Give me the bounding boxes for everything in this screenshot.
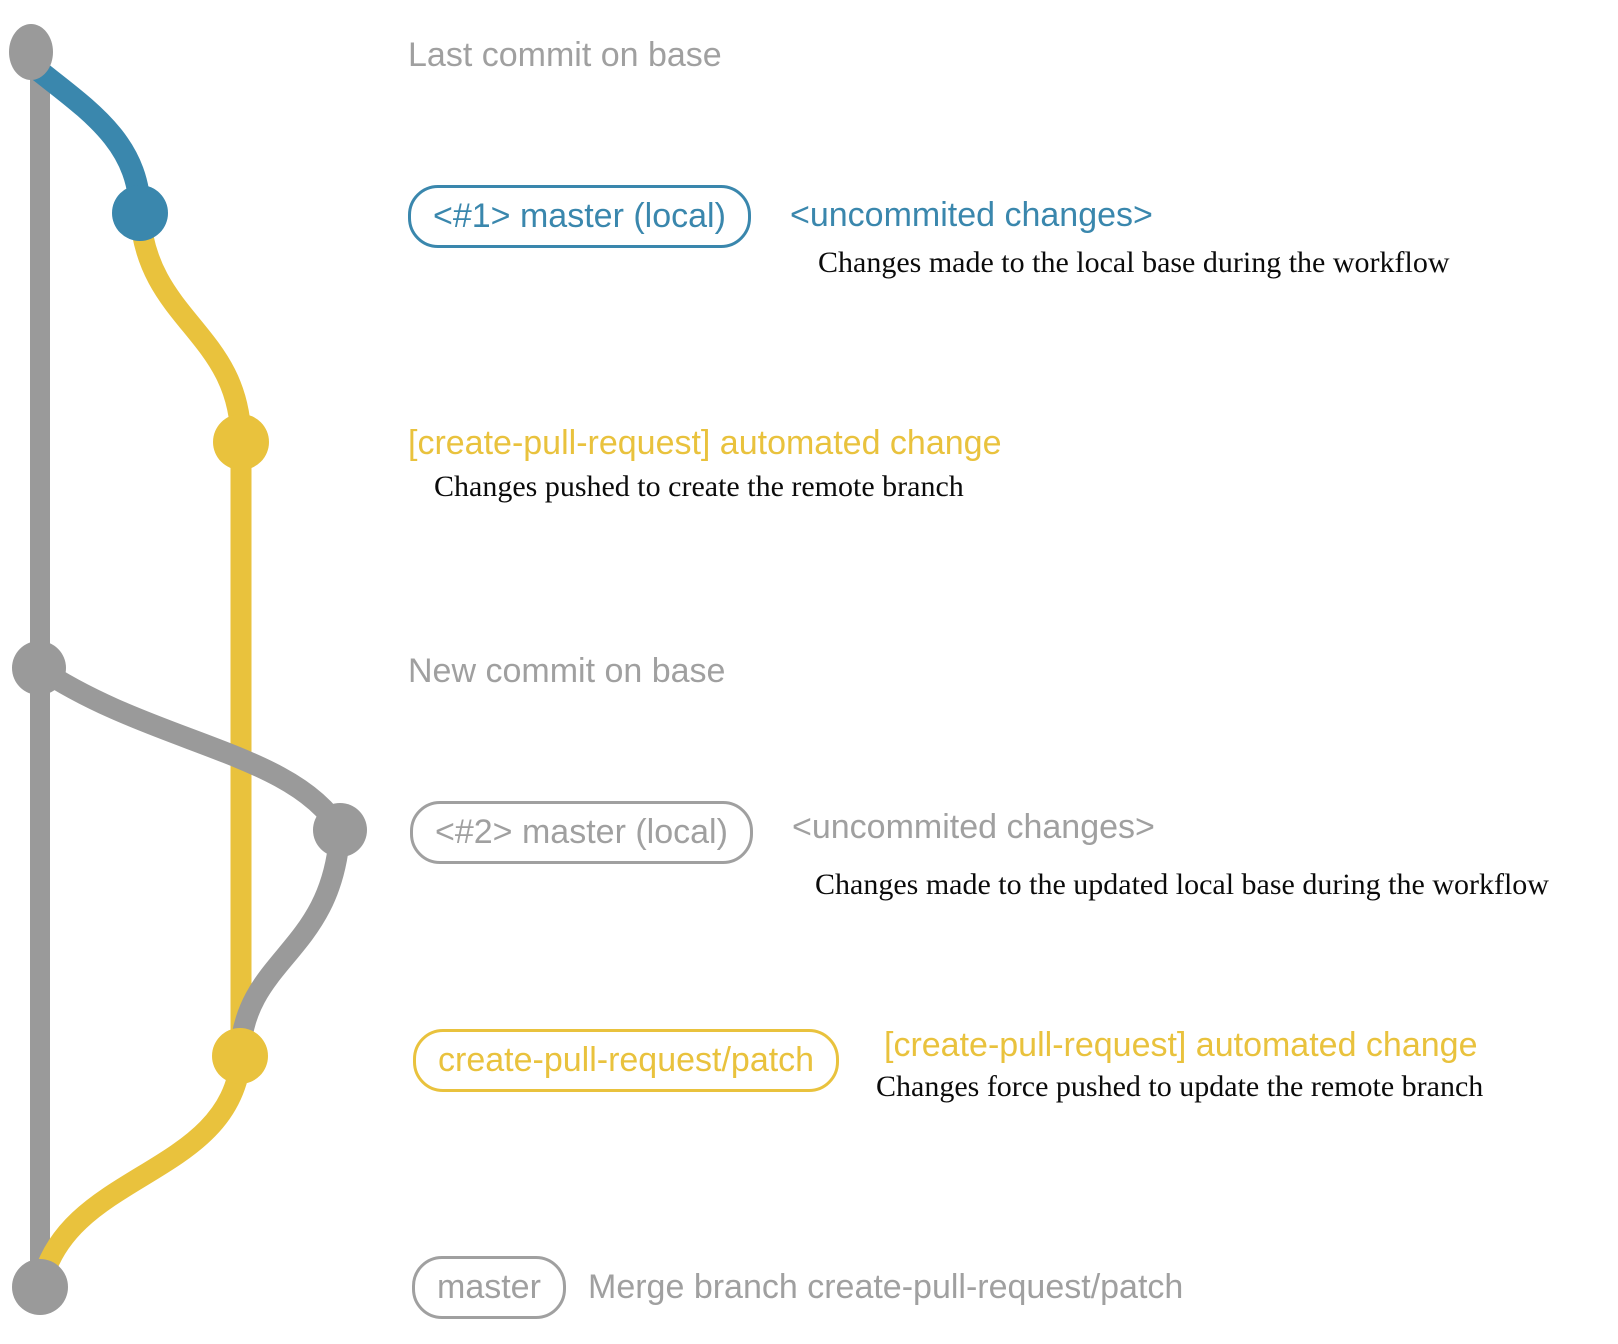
title-uncommitted-changes-1: <uncommited changes> bbox=[790, 196, 1153, 234]
label-new-commit-on-base: New commit on base bbox=[408, 652, 726, 690]
title-uncommitted-changes-2: <uncommited changes> bbox=[792, 808, 1155, 846]
commit-dot-automated-change-1 bbox=[213, 414, 269, 470]
description-uncommitted-changes-1: Changes made to the local base during th… bbox=[818, 246, 1450, 279]
base-update-curve bbox=[28, 657, 351, 841]
label-last-commit-on-base: Last commit on base bbox=[408, 36, 722, 74]
label-merge-branch: Merge branch create-pull-request/patch bbox=[588, 1268, 1184, 1306]
commit-dot-automated-change-2 bbox=[212, 1028, 268, 1084]
title-automated-change-1: [create-pull-request] automated change bbox=[408, 424, 1002, 462]
commit-dot-last-commit-on-base bbox=[9, 24, 53, 80]
title-automated-change-2: [create-pull-request] automated change bbox=[884, 1026, 1478, 1064]
description-automated-change-2: Changes force pushed to update the remot… bbox=[876, 1070, 1484, 1103]
commit-dot-uncommitted-changes-1 bbox=[112, 185, 168, 241]
commit-dot-new-commit-on-base bbox=[12, 641, 66, 695]
force-push-curve bbox=[229, 819, 351, 1065]
commit-dot-merge-commit bbox=[12, 1259, 68, 1315]
badge-master-local-1: <#1> master (local) bbox=[408, 185, 751, 248]
badge-master-local-2: <#2> master (local) bbox=[410, 801, 753, 864]
badge-master: master bbox=[412, 1256, 566, 1319]
commit-dot-uncommitted-changes-2 bbox=[313, 803, 367, 857]
description-automated-change-1: Changes pushed to create the remote bran… bbox=[434, 470, 964, 503]
description-uncommitted-changes-2: Changes made to the updated local base d… bbox=[815, 868, 1549, 901]
badge-create-pull-request-patch: create-pull-request/patch bbox=[413, 1029, 840, 1092]
git-graph bbox=[9, 24, 367, 1315]
